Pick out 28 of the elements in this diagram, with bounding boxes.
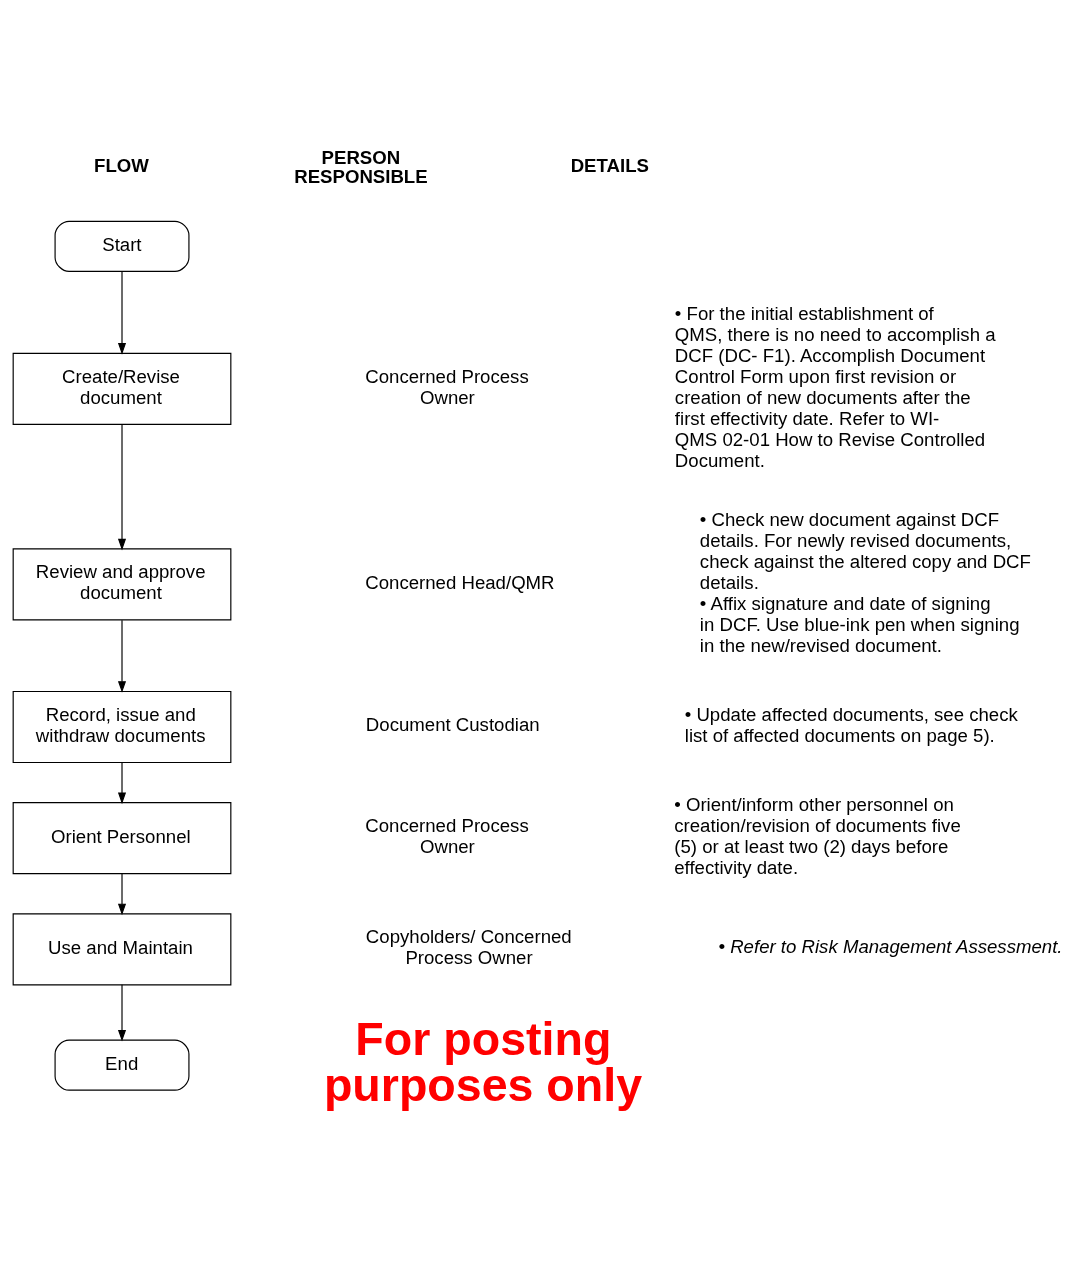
node-box: Orient Personnel — [12, 802, 232, 875]
arrow — [117, 271, 127, 355]
label: • Affix signature and date of signing in DCF. Use blue-ink pen when signing in the new/revised document. — [699, 592, 1020, 656]
arrow — [117, 619, 127, 693]
node-box: Review and approve document — [12, 548, 232, 621]
label: DETAILS — [570, 155, 649, 177]
label: Document Custodian — [365, 714, 540, 736]
node-box: Start — [54, 220, 190, 272]
node-box: End — [54, 1039, 190, 1091]
label: FLOW — [94, 155, 149, 177]
label: For posting purposes only — [323, 1012, 643, 1112]
label: • Update affected documents, see check list of affected documents on page 5). — [684, 703, 1018, 746]
arrow — [117, 762, 127, 805]
label: Concerned Process Owner — [365, 365, 529, 408]
label: • Check new document against DCF details. For newly revised documents, check against the altered copy and DCF details. — [699, 509, 1031, 593]
arrow — [117, 873, 127, 916]
arrow — [117, 984, 127, 1042]
node-box: Use and Maintain — [12, 913, 232, 986]
label: • Orient/inform other personnel on creation/revision of documents five (5) or at least two (2) days before effectivity date. — [674, 794, 961, 879]
arrow — [117, 424, 127, 551]
label: Concerned Process Owner — [365, 815, 529, 858]
label: PERSON RESPONSIBLE — [294, 147, 428, 187]
label: • Refer to Risk Management Assessment. — [718, 935, 1063, 957]
label: • For the initial establishment of QMS, there is no need to accomplish a DCF (DC- F1). Accomplish Document Control Form upon first revision or creation of new documents after the first effectivity date. Refer to WI-QMS 02-01 How to Revise Controlled Document. — [674, 303, 996, 471]
node-box: Record, issue and withdraw documents — [12, 690, 232, 764]
label: Copyholders/ Concerned Process Owner — [365, 926, 572, 969]
node-box: Create/Revise document — [12, 352, 232, 425]
label: Concerned Head/QMR — [365, 571, 555, 593]
